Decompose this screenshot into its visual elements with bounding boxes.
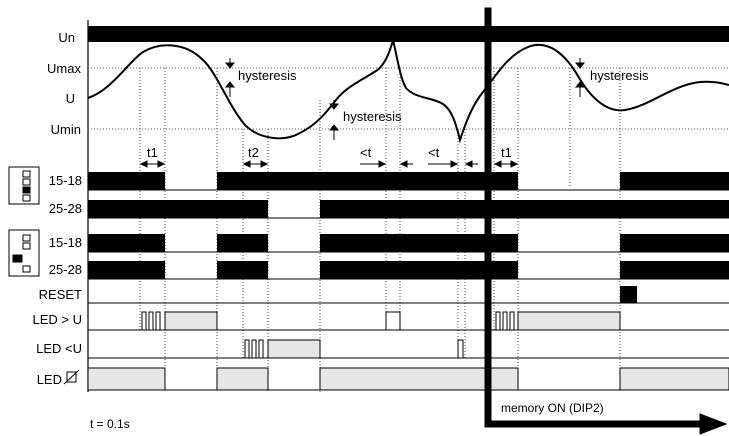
- hysteresis-marker-2: [328, 100, 340, 140]
- hysteresis-label-3: hysteresis: [590, 68, 649, 83]
- led-under-u-signal: [244, 339, 464, 359]
- lt-dimension-2: [428, 160, 478, 168]
- reset-pulse: [620, 286, 637, 303]
- label-led-relay: LED: [37, 372, 62, 387]
- lt-label-1: <t: [360, 145, 372, 160]
- dip-switch-icon-1: [8, 166, 40, 205]
- voltage-curve: [87, 36, 729, 144]
- relay-15-18-a-signal: [88, 172, 729, 190]
- t2-dimension: [242, 160, 269, 168]
- hysteresis-marker-3: [574, 58, 586, 97]
- label-u: U: [66, 91, 75, 106]
- memory-on-label: memory ON (DIP2): [501, 401, 604, 415]
- hysteresis-marker-1: [224, 58, 236, 97]
- led-over-u-signal: [141, 311, 621, 331]
- hysteresis-label-1: hysteresis: [238, 68, 297, 83]
- t1-dimension-2: [493, 160, 519, 168]
- relay-25-28-a-signal: [88, 200, 729, 218]
- memory-on-marker: [484, 7, 728, 435]
- label-un: Un: [58, 30, 75, 45]
- label-led-over-u: LED > U: [33, 312, 83, 327]
- un-supply-bar: [88, 26, 729, 42]
- label-25-28-b: 25-28: [49, 262, 82, 277]
- label-25-28-a: 25-28: [49, 201, 82, 216]
- relay-25-28-b-signal: [88, 261, 729, 279]
- t2-label: t2: [248, 145, 259, 160]
- lt-dimension-1: [360, 160, 413, 168]
- label-led-under-u: LED <U: [36, 341, 82, 356]
- lt-label-2: <t: [428, 145, 440, 160]
- t1-label-1: t1: [147, 145, 158, 160]
- label-15-18-a: 15-18: [49, 173, 82, 188]
- time-unit-note: t = 0.1s: [90, 417, 130, 431]
- hysteresis-label-2: hysteresis: [343, 109, 402, 124]
- relay-15-18-b-signal: [88, 234, 729, 252]
- led-relay-signal: [87, 367, 729, 391]
- label-umin: Umin: [51, 122, 81, 137]
- t1-dimension-1: [139, 160, 166, 168]
- label-reset: RESET: [39, 287, 82, 302]
- label-15-18-b: 15-18: [49, 235, 82, 250]
- relay-icon: [63, 369, 80, 385]
- dip-switch-icon-2: [8, 229, 40, 277]
- label-umax: Umax: [47, 61, 81, 76]
- t1-label-2: t1: [501, 145, 512, 160]
